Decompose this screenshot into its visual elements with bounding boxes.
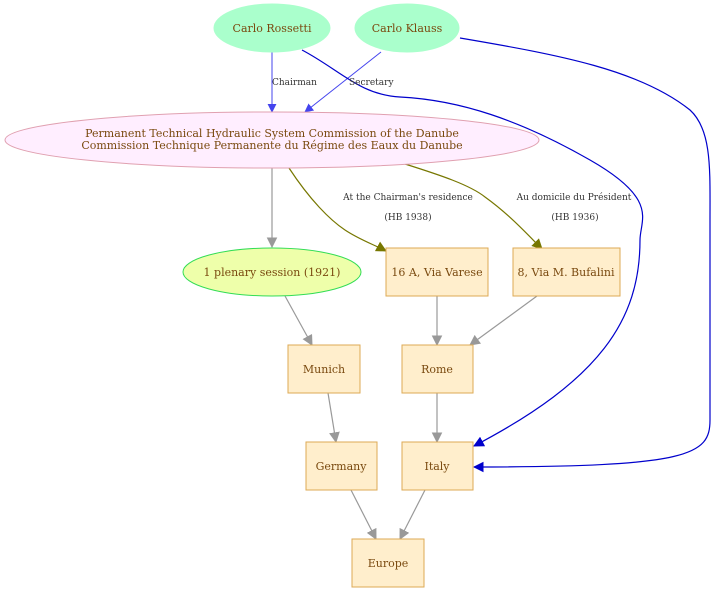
node-via-varese[interactable]: 16 A, Via Varese: [385, 247, 489, 297]
node-label-en: Permanent Technical Hydraulic System Com…: [85, 127, 459, 140]
edge-label-secretary: Secretary: [349, 78, 394, 88]
node-label: Munich: [303, 363, 345, 376]
node-label: Europe: [368, 557, 409, 570]
node-label: Germany: [316, 460, 368, 473]
edge-germany-europe: [350, 489, 377, 540]
edge-label-residence-en-year: (HB 1938): [384, 212, 431, 223]
edge-klauss-commission: [304, 51, 382, 113]
edge-label-residence-en: At the Chairman's residence: [342, 193, 473, 203]
edge-via-bufalini-rome: [469, 295, 538, 346]
node-label: Carlo Klauss: [372, 22, 443, 35]
node-europe[interactable]: Europe: [351, 538, 425, 588]
node-label: 1 plenary session (1921): [204, 266, 341, 279]
edge-rossetti-italy: [301, 49, 644, 447]
edge-klauss-italy: [459, 37, 711, 473]
node-carlo-klauss[interactable]: Carlo Klauss: [354, 3, 460, 53]
edge-label-residence-fr-year: (HB 1936): [551, 212, 598, 223]
node-italy[interactable]: Italy: [401, 441, 474, 491]
node-label: 16 A, Via Varese: [391, 266, 482, 279]
node-rome[interactable]: Rome: [401, 344, 474, 394]
node-via-bufalini[interactable]: 8, Via M. Bufalini: [512, 247, 621, 297]
node-label: Rome: [421, 363, 453, 376]
edge-italy-europe: [399, 489, 426, 540]
node-label: 8, Via M. Bufalini: [517, 266, 614, 279]
node-plenary-session[interactable]: 1 plenary session (1921): [182, 247, 362, 297]
node-label-fr: Commission Technique Permanente du Régim…: [81, 139, 462, 152]
edge-label-chairman: Chairman: [272, 78, 317, 88]
node-label: Carlo Rossetti: [233, 22, 312, 35]
node-commission[interactable]: Permanent Technical Hydraulic System Com…: [4, 111, 540, 169]
edge-label-residence-fr: Au domicile du Président: [516, 192, 632, 203]
edge-commission-via-bufalini: [404, 163, 543, 250]
edge-commission-via-varese: [288, 167, 387, 252]
node-carlo-rossetti[interactable]: Carlo Rossetti: [213, 3, 331, 53]
node-munich[interactable]: Munich: [287, 344, 361, 394]
edge-munich-germany: [327, 392, 340, 444]
node-germany[interactable]: Germany: [305, 441, 378, 491]
node-label: Italy: [424, 460, 450, 473]
edge-session-munich: [284, 295, 313, 346]
